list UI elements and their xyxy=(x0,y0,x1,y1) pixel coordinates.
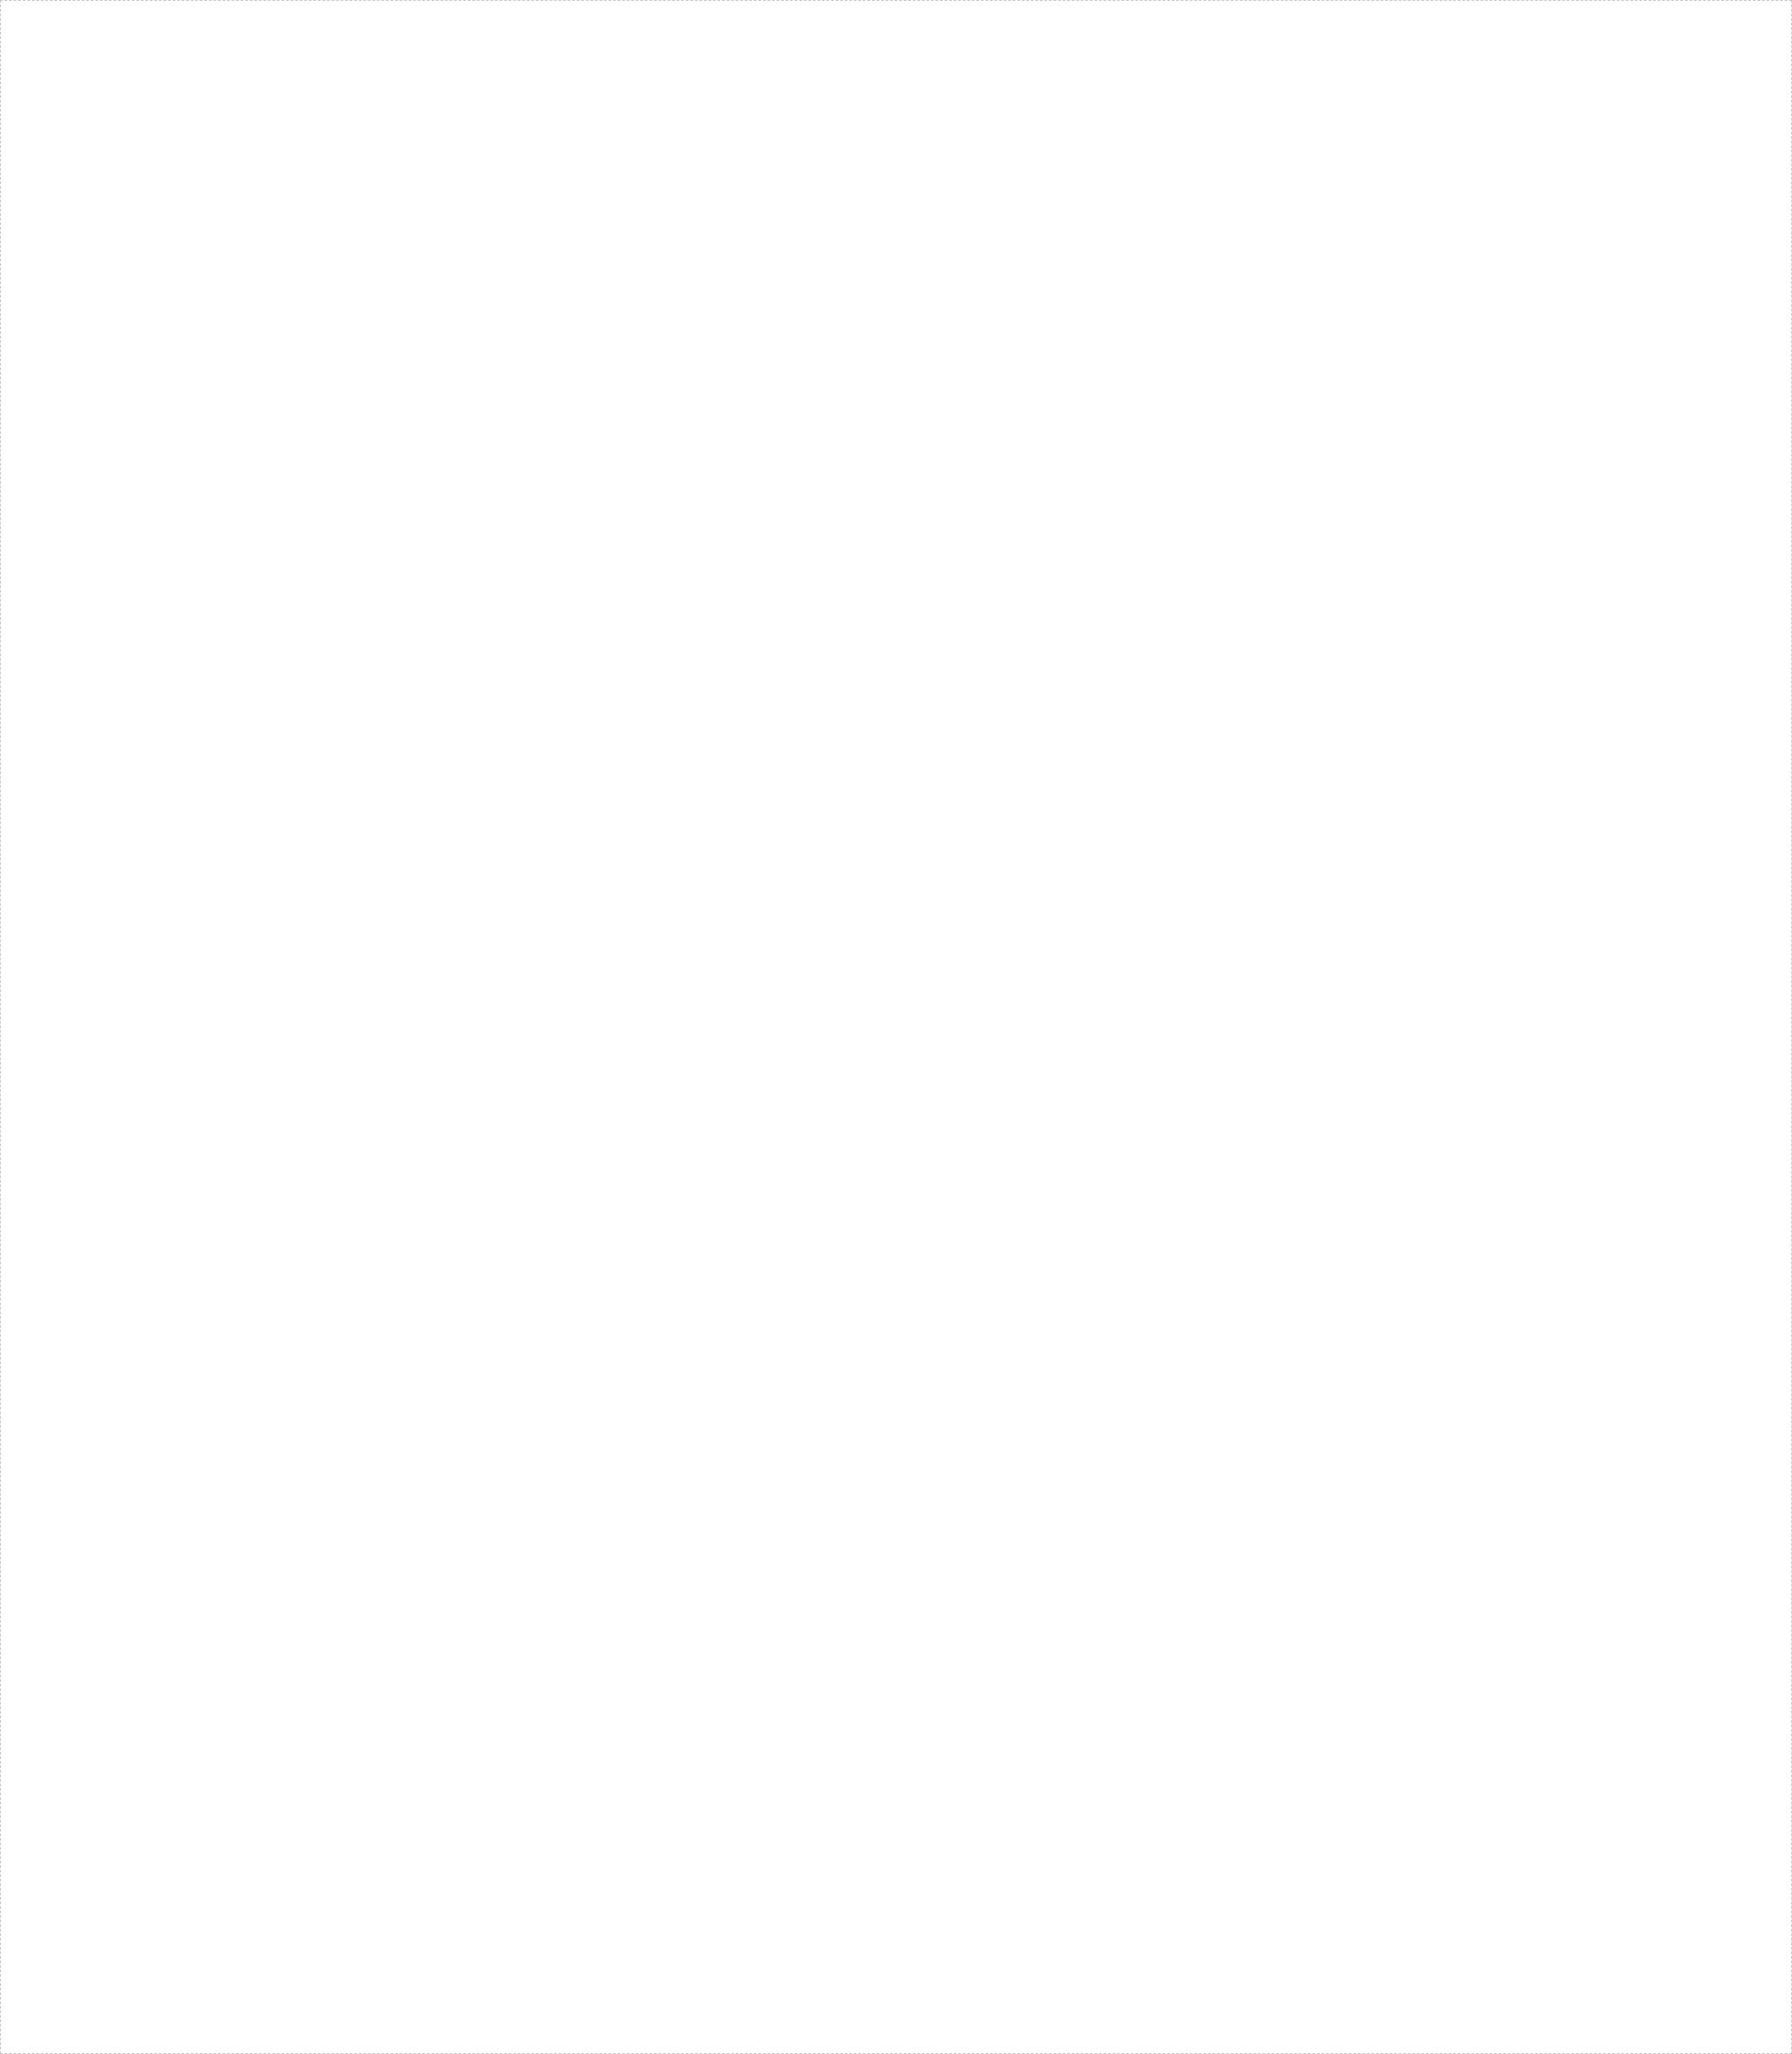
page-canvas xyxy=(0,0,1792,2054)
